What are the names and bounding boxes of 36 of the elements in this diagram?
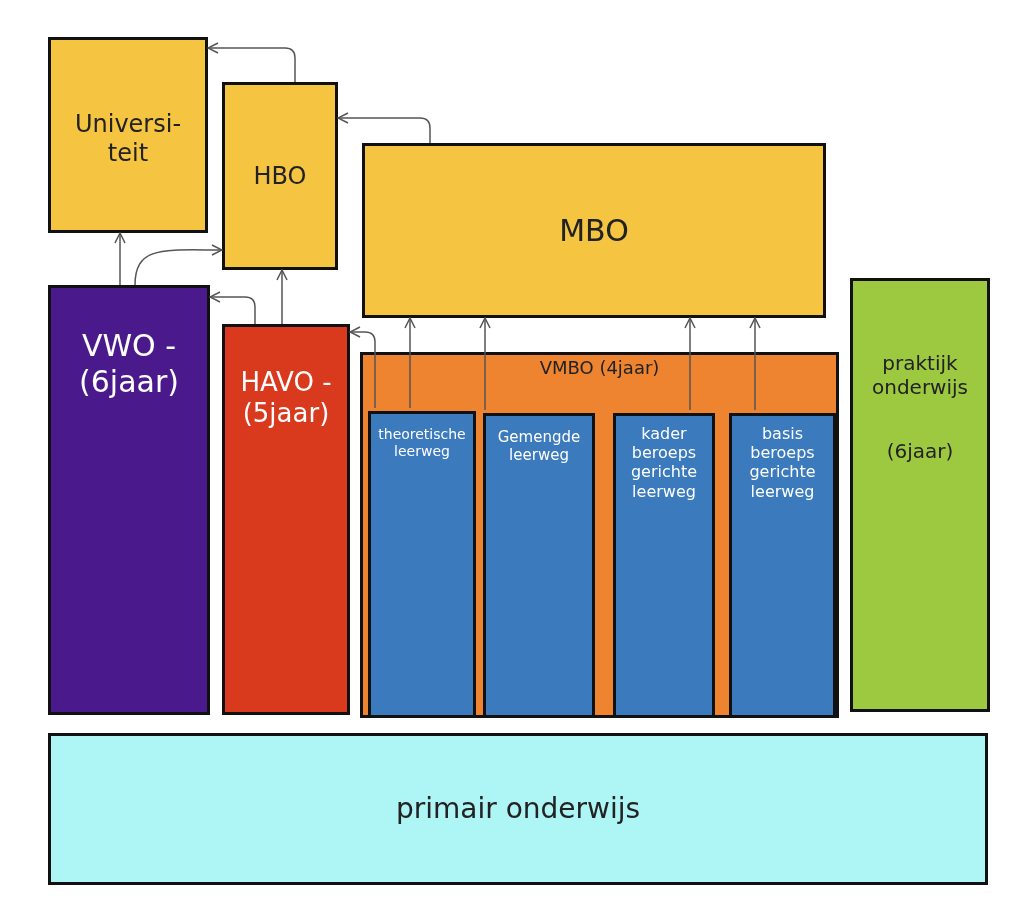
arrow <box>207 42 296 83</box>
stage-label: MBO <box>559 212 629 249</box>
arrow <box>404 317 416 409</box>
stage-label: Gemengde leerweg <box>496 428 582 464</box>
stage-label: HBO <box>253 161 307 191</box>
stage-box <box>850 278 990 712</box>
stage-label: kader beroeps gerichte leerweg <box>629 424 699 501</box>
stage-box <box>222 82 338 270</box>
arrow <box>337 112 431 144</box>
stage-label: VMBO (4jaar) <box>539 357 660 379</box>
stage-box <box>48 285 210 715</box>
arrow <box>349 326 376 409</box>
arrow <box>684 317 696 411</box>
arrow <box>749 317 761 411</box>
stage-label: basis beroeps gerichte leerweg <box>748 424 817 501</box>
stage-box <box>48 37 208 233</box>
stage-box <box>483 413 595 718</box>
arrow <box>276 269 288 325</box>
stage-label: VWO - (6jaar) <box>78 328 180 400</box>
stage-label: praktijk onderwijs <box>871 351 969 399</box>
stage-box <box>362 143 826 318</box>
stage-box <box>360 352 839 718</box>
arrow <box>209 291 256 325</box>
stage-label: primair onderwijs <box>395 792 641 826</box>
stage-label: HAVO - (5jaar) <box>239 367 333 430</box>
stage-box <box>222 324 350 715</box>
arrow <box>134 244 223 286</box>
stage-label: Universi- teit <box>73 110 183 168</box>
stage-box <box>368 411 476 718</box>
arrow <box>114 232 126 286</box>
stage-box <box>48 733 988 885</box>
duration-label: (6jaar) <box>886 439 954 463</box>
stage-box <box>613 413 715 718</box>
arrow <box>479 317 491 411</box>
stage-label: theoretische leerweg <box>377 426 467 460</box>
stage-box <box>729 413 836 718</box>
